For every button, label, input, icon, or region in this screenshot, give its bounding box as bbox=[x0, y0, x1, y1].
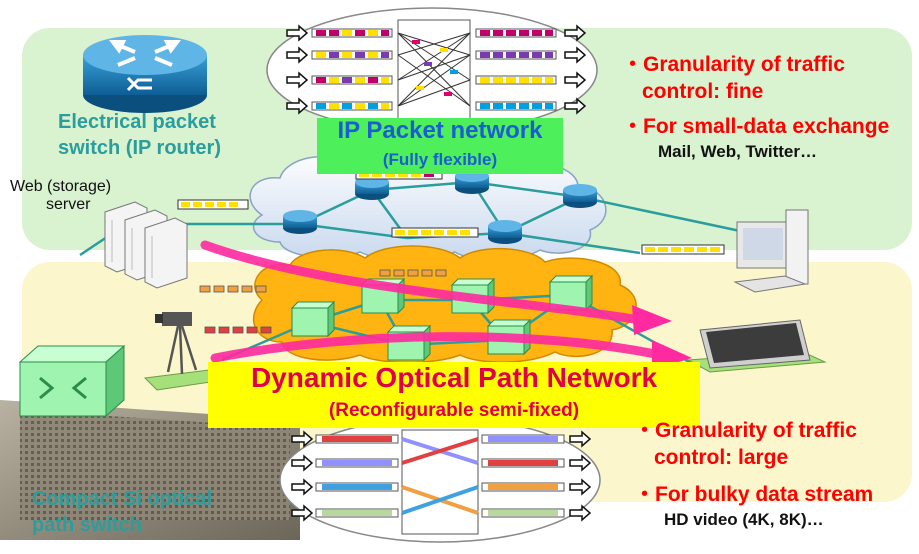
server-label-line1: Web (storage) bbox=[10, 178, 112, 195]
ip-switch-ellipse bbox=[266, 7, 598, 133]
router-icon bbox=[83, 35, 207, 113]
optical-bullet-granularity-line1: ・Granularity of traffic bbox=[634, 419, 857, 442]
camera-icon bbox=[143, 312, 239, 391]
optical-examples: HD video (4K, 8K)… bbox=[664, 510, 824, 529]
ip-examples: Mail, Web, Twitter… bbox=[658, 142, 817, 161]
server-label-line2: server bbox=[46, 196, 91, 213]
si-switch-label-line1: Compact Si optical bbox=[32, 488, 213, 510]
pc-icon bbox=[733, 209, 809, 293]
magenta-flow-arrows bbox=[200, 240, 665, 363]
ip-bullet-granularity-line1: ・Granularity of traffic bbox=[622, 53, 845, 76]
si-switch-label-line2: path switch bbox=[32, 514, 143, 536]
optical-switch-icon bbox=[18, 344, 126, 418]
router-label-line1: Electrical packet bbox=[58, 111, 216, 133]
ip-network-title: IP Packet network bbox=[337, 117, 543, 144]
optical-switch-ellipse bbox=[279, 417, 601, 543]
optical-bullet-bulky-data: ・For bulky data stream bbox=[634, 483, 874, 506]
optical-network-title-box bbox=[208, 362, 700, 428]
ip-bullet-granularity-line2: control: fine bbox=[642, 80, 764, 103]
ip-network-subtitle: (Fully flexible) bbox=[382, 150, 498, 169]
si-chip-icon bbox=[0, 400, 300, 540]
ip-bullet-small-data: ・For small-data exchange bbox=[622, 115, 890, 138]
optical-network-title: Dynamic Optical Path Network bbox=[250, 362, 658, 393]
optical-bullet-granularity-line2: control: large bbox=[654, 446, 789, 469]
ip-network-title-box bbox=[317, 118, 563, 174]
optical-network-subtitle: (Reconfigurable semi-fixed) bbox=[328, 400, 580, 421]
ip-cloud bbox=[177, 148, 746, 261]
laptop-icon bbox=[686, 319, 827, 373]
router-label-line2: switch (IP router) bbox=[58, 137, 221, 159]
server-icon bbox=[79, 201, 188, 289]
